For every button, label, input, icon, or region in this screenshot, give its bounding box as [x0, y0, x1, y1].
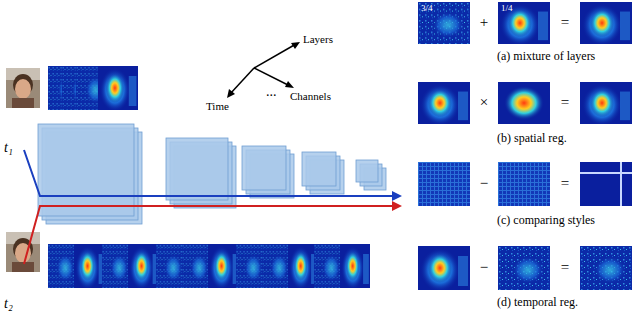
operator: =: [550, 94, 580, 111]
panel-d: [418, 246, 632, 292]
operator: +: [470, 14, 498, 31]
time-label: t₂: [4, 296, 13, 311]
panel-c: [418, 162, 632, 206]
arrowhead: [392, 201, 402, 211]
operator: −: [470, 175, 498, 192]
panel-caption: (a) mixture of layers: [497, 50, 595, 63]
input-frame: [6, 232, 40, 272]
panel-caption: (b) spatial reg.: [497, 132, 567, 145]
operator: ×: [470, 94, 498, 111]
panel-b: [418, 82, 632, 126]
weight-label: 3/4: [421, 4, 433, 14]
axis-label: Layers: [303, 33, 333, 45]
feature-maps: [48, 244, 370, 290]
axis-label: Channels: [290, 90, 331, 102]
panel-caption: (c) comparing styles: [497, 214, 595, 227]
axis-label: Time: [206, 100, 229, 112]
panel-caption: (d) temporal reg.: [497, 296, 578, 309]
panel-a: [418, 2, 632, 46]
ellipsis: ...: [266, 84, 277, 99]
operator: =: [550, 259, 580, 276]
axes: [227, 42, 300, 98]
input-frame: [6, 68, 40, 108]
stream-line: [24, 206, 392, 264]
weight-label: 1/4: [501, 4, 513, 14]
operator: −: [470, 259, 498, 276]
time-label: t₁: [4, 140, 13, 155]
feature-maps: [48, 66, 138, 112]
cnn-layers: [38, 124, 386, 224]
operator: =: [550, 175, 580, 192]
stream-line: [24, 150, 392, 196]
operator: =: [550, 14, 580, 31]
arrowhead: [392, 191, 402, 201]
